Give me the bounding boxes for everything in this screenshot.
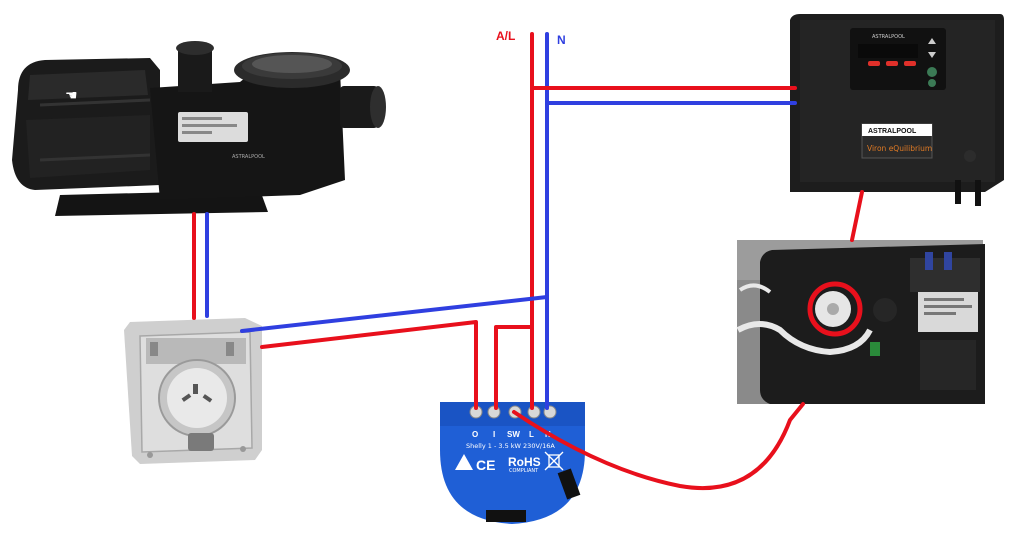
switch-signal-wire xyxy=(512,402,805,491)
terminal-label-sw: SW xyxy=(507,430,520,439)
relay-out-to-socket xyxy=(260,320,478,410)
terminal-label-l: L xyxy=(529,430,534,439)
highlight-circle xyxy=(807,281,863,337)
shelly-relay: O I SW L N Shelly 1 - 3.5 kW 230V/16A CE… xyxy=(432,398,592,526)
rohs-compliant: COMPLIANT xyxy=(509,468,539,474)
controller-button-5 xyxy=(928,79,936,87)
hand-icon: ☚ xyxy=(65,88,78,104)
wires xyxy=(192,32,864,491)
controller-button-3 xyxy=(904,61,916,66)
neutral-to-socket xyxy=(240,295,549,333)
controller-link-wire xyxy=(850,190,864,242)
terminal-label-i: I xyxy=(493,430,495,439)
controller-display-brand: ASTRALPOOL xyxy=(872,34,905,40)
relay-model-text: Shelly 1 - 3.5 kW 230V/16A xyxy=(466,442,555,450)
pump-brand-text: ASTRALPOOL xyxy=(232,154,265,160)
neutral-label: N xyxy=(557,33,566,47)
switch-jumper xyxy=(494,325,534,410)
pool-pump: ASTRALPOOL ☚ xyxy=(12,41,386,216)
controller-product: Viron eQuilibrium xyxy=(867,144,932,153)
controller-rear-photo xyxy=(736,240,985,404)
terminal-label-o: O xyxy=(472,430,478,439)
controller-brand: ASTRALPOOL xyxy=(868,128,917,135)
controller-button-2 xyxy=(886,61,898,66)
controller-button-1 xyxy=(868,61,880,66)
chlorinator-controller: ASTRALPOOL ASTRALPOOL Viron eQuilibrium xyxy=(790,14,1004,206)
controller-button-4 xyxy=(927,67,937,77)
ce-mark: CE xyxy=(476,457,495,473)
weatherproof-socket-outlet xyxy=(124,318,262,464)
weee-bin-icon xyxy=(544,451,564,471)
warning-icon xyxy=(455,454,473,470)
rohs-mark: RoHS xyxy=(508,455,541,469)
live-label: A/L xyxy=(496,29,515,43)
